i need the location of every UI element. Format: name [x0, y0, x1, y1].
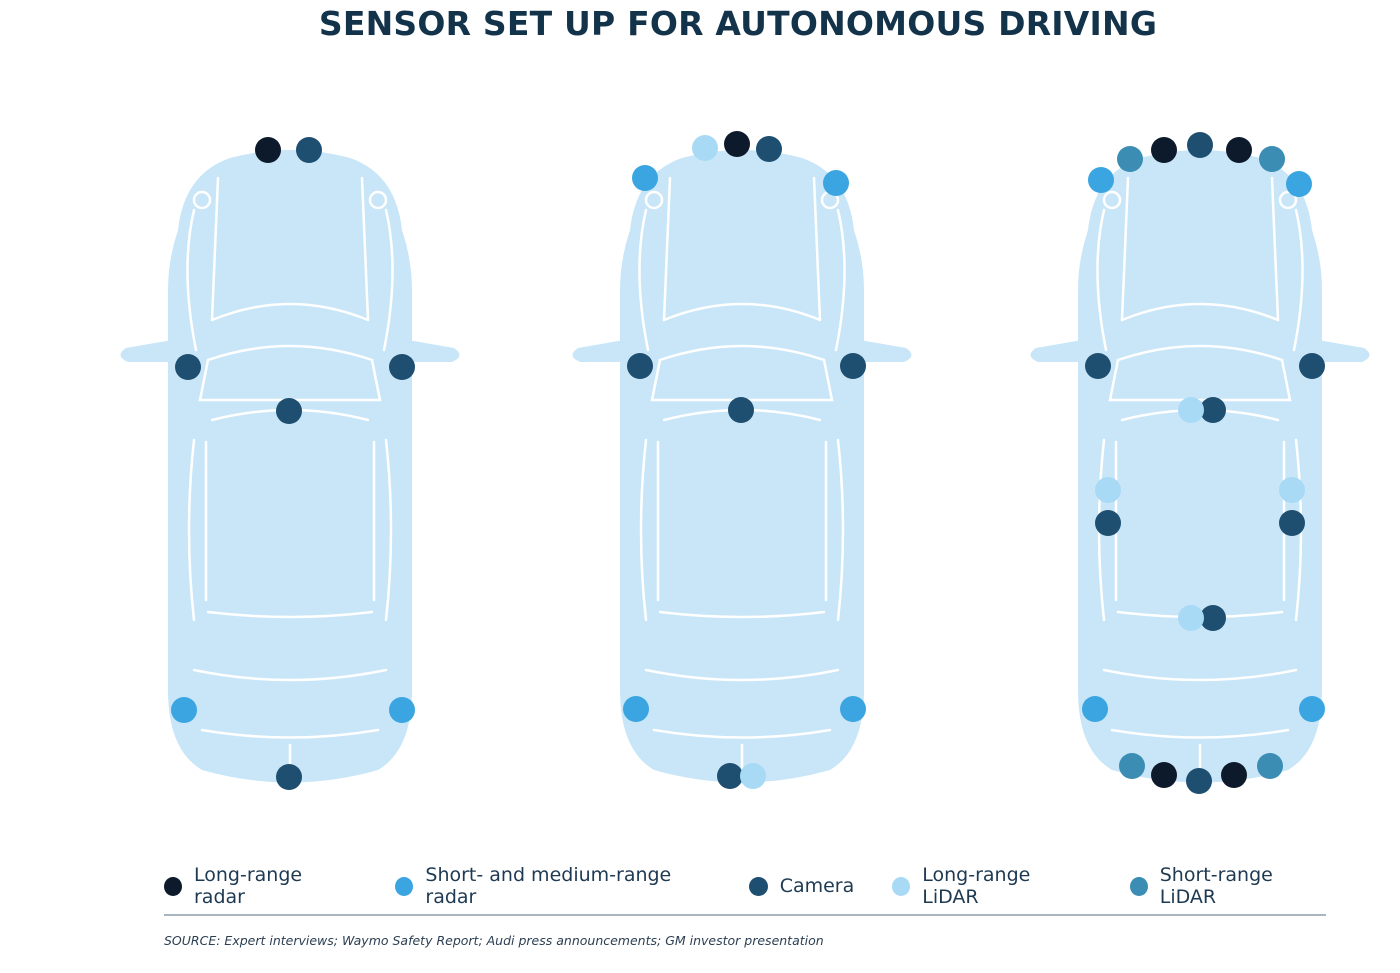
sensor-camera: [389, 354, 415, 380]
sensor-lrr: [1226, 137, 1252, 163]
sensor-camera: [717, 763, 743, 789]
sensor-camera: [1279, 510, 1305, 536]
legend-label: Long-range radar: [194, 864, 303, 908]
sensor-slid: [1259, 146, 1285, 172]
sensor-slid: [1257, 753, 1283, 779]
sensor-llid: [1178, 397, 1204, 423]
legend-label: Camera: [779, 875, 855, 897]
sensor-smr: [1088, 167, 1114, 193]
sensor-camera: [1200, 605, 1226, 631]
sensor-camera: [296, 137, 322, 163]
diagram: [119, 131, 1371, 794]
legend: Long-range radar Short- and medium-range…: [164, 864, 1326, 908]
sensor-llid: [1095, 477, 1121, 503]
sensor-smr: [171, 697, 197, 723]
sensor-llid: [1178, 605, 1204, 631]
sensor-smr: [632, 165, 658, 191]
sensor-lrr: [255, 137, 281, 163]
sensor-camera: [1085, 353, 1111, 379]
sensor-llid: [740, 763, 766, 789]
sensor-lrr: [1151, 137, 1177, 163]
page-title: SENSOR SET UP FOR AUTONOMOUS DRIVING: [318, 4, 1158, 43]
sensor-camera: [840, 353, 866, 379]
sensor-smr: [1082, 696, 1108, 722]
sensor-camera: [627, 353, 653, 379]
sensor-camera: [1186, 768, 1212, 794]
source-note: SOURCE: Expert interviews; Waymo Safety …: [164, 933, 824, 948]
long-range-radar-dot-icon: [164, 876, 182, 896]
car-2: [571, 148, 913, 784]
car-1-sensors: [171, 137, 415, 790]
car-1: [119, 148, 461, 784]
sensor-smr: [823, 170, 849, 196]
car-2-sensors: [623, 131, 866, 789]
legend-item-long-range-lidar: Long-range LiDAR: [892, 864, 1084, 908]
sensor-camera: [1187, 132, 1213, 158]
sensor-smr: [1299, 696, 1325, 722]
sensor-camera: [175, 354, 201, 380]
legend-item-short-medium-radar: Short- and medium-range radar: [395, 864, 712, 908]
sensor-lrr: [1221, 762, 1247, 788]
sensor-camera: [276, 764, 302, 790]
sensor-smr: [1286, 171, 1312, 197]
legend-item-camera: Camera: [748, 875, 855, 897]
sensor-camera: [1200, 397, 1226, 423]
legend-label: Short- and medium-range radar: [425, 864, 672, 908]
legend-item-short-range-lidar: Short-range LiDAR: [1129, 864, 1326, 908]
divider: [164, 914, 1326, 916]
short-range-lidar-dot-icon: [1129, 876, 1148, 896]
short-medium-radar-dot-icon: [395, 876, 414, 896]
sensor-slid: [1117, 146, 1143, 172]
sensor-camera: [756, 136, 782, 162]
legend-label: Short-range LiDAR: [1159, 864, 1273, 908]
sensor-camera: [276, 398, 302, 424]
sensor-lrr: [1151, 762, 1177, 788]
sensor-llid: [1279, 477, 1305, 503]
legend-label: Long-range LiDAR: [922, 864, 1031, 908]
sensor-camera: [1095, 510, 1121, 536]
sensor-camera: [1299, 353, 1325, 379]
car-3: [1029, 148, 1371, 784]
sensor-llid: [692, 135, 718, 161]
car-3-sensors: [1082, 132, 1325, 794]
camera-dot-icon: [748, 876, 768, 896]
sensor-smr: [389, 697, 415, 723]
sensor-smr: [623, 696, 649, 722]
sensor-slid: [1119, 753, 1145, 779]
sensor-smr: [840, 696, 866, 722]
long-range-lidar-dot-icon: [892, 876, 911, 896]
legend-item-long-range-radar: Long-range radar: [164, 864, 350, 908]
sensor-lrr: [724, 131, 750, 157]
sensor-camera: [728, 397, 754, 423]
